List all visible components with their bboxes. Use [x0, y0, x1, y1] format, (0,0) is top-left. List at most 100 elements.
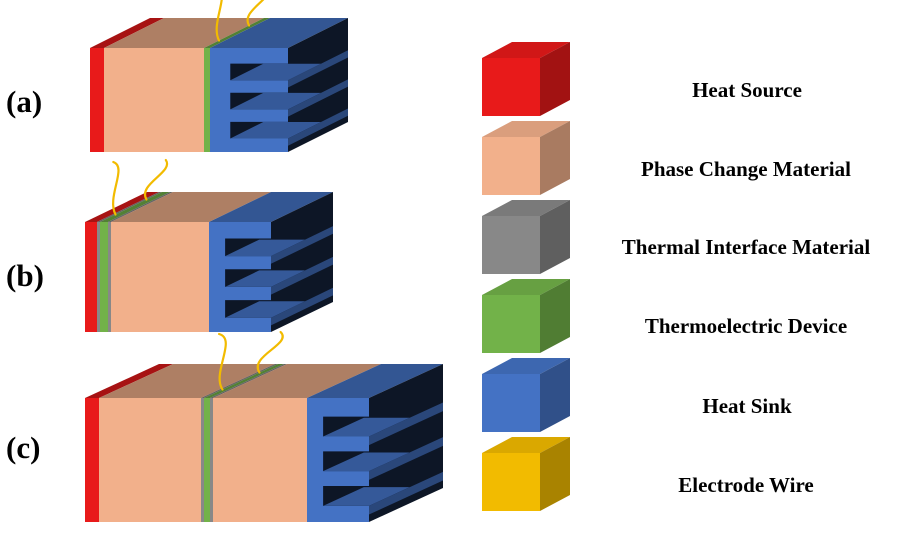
heat-source-top [90, 18, 164, 48]
panel-label-b: (b) [6, 258, 44, 293]
electrode-wire [256, 330, 284, 374]
thermoelectric-layer [100, 192, 170, 332]
heat-sink [209, 192, 333, 332]
cube-side [540, 279, 570, 353]
phase-change-block-top [213, 364, 381, 398]
thermal-interface-layer-front [210, 398, 213, 522]
device-assembly-a [90, 0, 348, 152]
legend-label-electrode-wire: Electrode Wire [678, 473, 814, 497]
electrode-wires [215, 0, 265, 42]
heat-sink-fin-top [230, 121, 321, 139]
heat-sink-fin-side [288, 108, 348, 146]
thermoelectric-layer [204, 364, 284, 522]
electrode-wires [112, 158, 169, 216]
phase-change-material-cube [482, 121, 570, 195]
cube-top [482, 121, 570, 137]
heat-source-front [85, 398, 99, 522]
legend-item-thermal-interface-material: Thermal Interface Material [482, 200, 870, 274]
heat-sink-fin-side [369, 471, 443, 515]
heat-sink-top [210, 18, 348, 48]
phase-change-block [104, 18, 264, 152]
heat-sink-fin-side [288, 79, 348, 117]
thermoelectric-layer-front [100, 222, 108, 332]
thermoelectric-layer-front [204, 398, 210, 522]
electrode-wire-cube [482, 437, 570, 511]
heat-sink-fin-top [230, 63, 321, 81]
cube-side [540, 437, 570, 511]
cube-side [540, 42, 570, 116]
heat-sink [307, 364, 443, 522]
heat-sink-fin-top [225, 270, 306, 287]
heat-source [90, 18, 164, 152]
thermal-interface-layer [210, 364, 287, 522]
legend-label-heat-sink: Heat Sink [702, 394, 792, 418]
cube-side [540, 121, 570, 195]
thermoelectric-layer-top [100, 192, 170, 222]
phase-change-block-top [104, 18, 264, 48]
device-assembly-b [85, 158, 333, 332]
heat-source-cube [482, 42, 570, 116]
heat-sink-cube [482, 358, 570, 432]
phase-change-block [99, 364, 275, 522]
thermoelectric-layer-front [204, 48, 210, 152]
legend-label-thermal-interface-material: Thermal Interface Material [622, 235, 871, 259]
legend-label-heat-source: Heat Source [692, 78, 802, 102]
phase-change-block-top [111, 192, 271, 222]
phase-change-block-front [99, 398, 201, 522]
phase-change-block [213, 364, 381, 522]
legend-item-thermoelectric-device: Thermoelectric Device [482, 279, 847, 353]
cube-top [482, 358, 570, 374]
heat-sink-fin-side [271, 226, 333, 264]
cube-front [482, 137, 540, 195]
thermal-interface-layer-front [108, 222, 111, 332]
electrode-wire [143, 158, 169, 201]
legend-item-heat-sink: Heat Sink [482, 358, 792, 432]
cube-front [482, 58, 540, 116]
phase-change-block-top [99, 364, 275, 398]
cube-front [482, 374, 540, 432]
electrode-wire [218, 332, 227, 391]
heat-sink-fin-top [225, 301, 306, 318]
cube-top [482, 200, 570, 216]
thermal-interface-layer-front [97, 222, 100, 332]
thermoelectric-layer-top [204, 364, 284, 398]
heat-sink-fin-top [225, 239, 306, 257]
heat-source-front [90, 48, 104, 152]
heat-sink-fin-side [369, 402, 443, 446]
cube-front [482, 453, 540, 511]
cube-front [482, 295, 540, 353]
cube-side [540, 358, 570, 432]
legend-item-heat-source: Heat Source [482, 42, 802, 116]
legend-item-phase-change-material: Phase Change Material [482, 121, 851, 195]
heat-source-top [85, 364, 173, 398]
heat-sink [210, 18, 348, 152]
electrode-wire [112, 160, 120, 216]
material-legend: Heat Source Phase Change Material Therma… [482, 42, 870, 511]
heat-sink-top [209, 192, 333, 222]
heat-source [85, 192, 159, 332]
cube-side [540, 200, 570, 274]
cube-front [482, 216, 540, 274]
panel-label-a: (a) [6, 84, 42, 119]
thermal-interface-layer-top [108, 192, 173, 222]
thermal-interface-layer-front [201, 398, 204, 522]
thermoelectric-layer [204, 18, 270, 152]
electrode-wires [218, 330, 284, 391]
phase-change-block [111, 192, 271, 332]
heat-sink-fin-top [323, 487, 410, 506]
cube-top [482, 42, 570, 58]
phase-change-block-front [111, 222, 209, 332]
thermal-interface-layer-top [210, 364, 287, 398]
thermal-interface-material-cube [482, 200, 570, 274]
legend-item-electrode-wire: Electrode Wire [482, 437, 814, 511]
thermal-interface-layer [108, 192, 173, 332]
phase-change-block-front [104, 48, 204, 152]
electrode-wire [246, 0, 265, 27]
heat-source-top [85, 192, 159, 222]
heat-source [85, 364, 173, 522]
cube-top [482, 437, 570, 453]
heat-sink-fin-top [323, 452, 410, 472]
heat-source-front [85, 222, 97, 332]
panel-label-c: (c) [6, 430, 40, 465]
